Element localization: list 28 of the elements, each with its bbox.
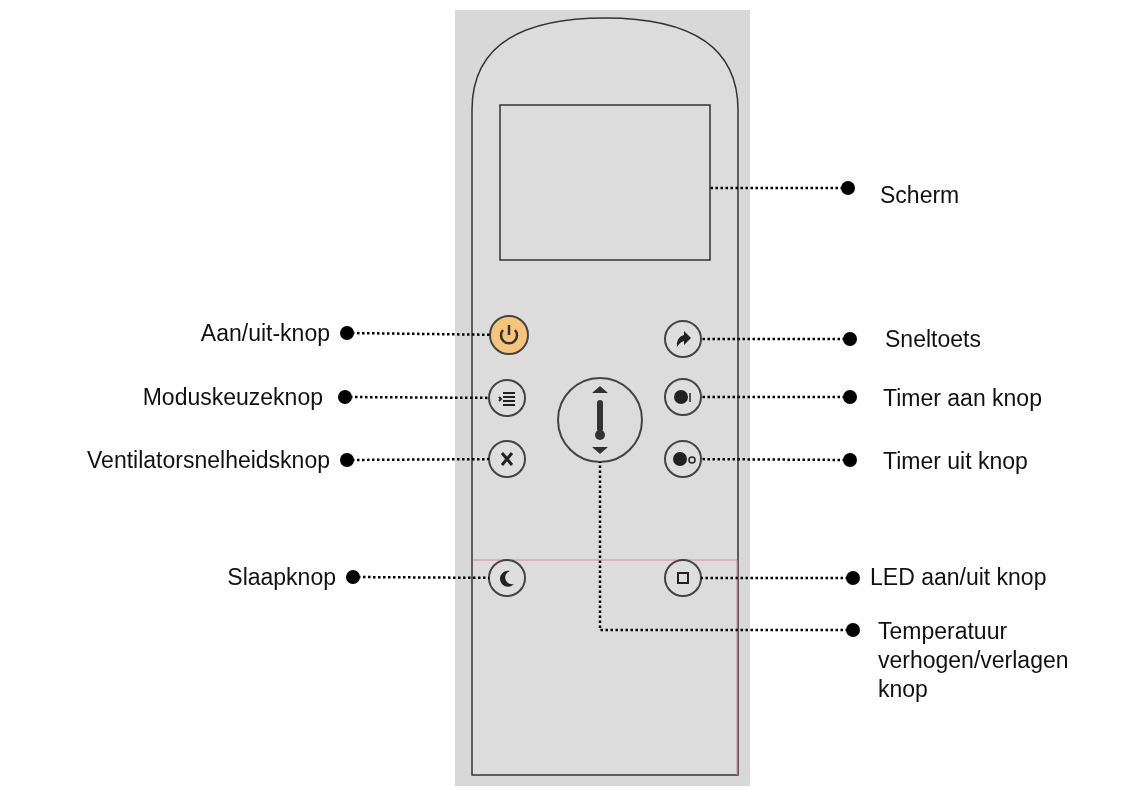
leader-line (701, 390, 857, 404)
round-button (488, 559, 526, 597)
leader-line (710, 181, 855, 195)
callout-label: Temperatuur verhogen/verlagen knop (878, 617, 1108, 704)
leader-line (701, 332, 857, 346)
temperature-button (557, 377, 643, 463)
callout-label: Scherm (880, 181, 1080, 210)
round-button (664, 559, 702, 597)
round-button (488, 379, 526, 417)
leader-line (338, 390, 489, 404)
callout-label: LED aan/uit knop (870, 563, 1110, 592)
callout-label: Slaapknop (0, 563, 336, 592)
leader-line (598, 462, 860, 637)
callout-label: Timer aan knop (883, 384, 1103, 413)
callout-label: Aan/uit-knop (0, 319, 330, 348)
callout-label: Moduskeuzeknop (0, 383, 323, 412)
callout-label: Sneltoets (885, 325, 1085, 354)
callout-label: Ventilatorsnelheidsknop (0, 446, 330, 475)
leader-line (340, 326, 490, 340)
power-button (489, 315, 529, 355)
round-button (488, 440, 526, 478)
display-screen (499, 104, 711, 261)
leader-line (340, 453, 489, 467)
leader-line (701, 571, 860, 585)
callout-label: Timer uit knop (883, 447, 1103, 476)
round-button (664, 320, 702, 358)
leader-line (701, 453, 857, 467)
leader-line (346, 570, 489, 584)
